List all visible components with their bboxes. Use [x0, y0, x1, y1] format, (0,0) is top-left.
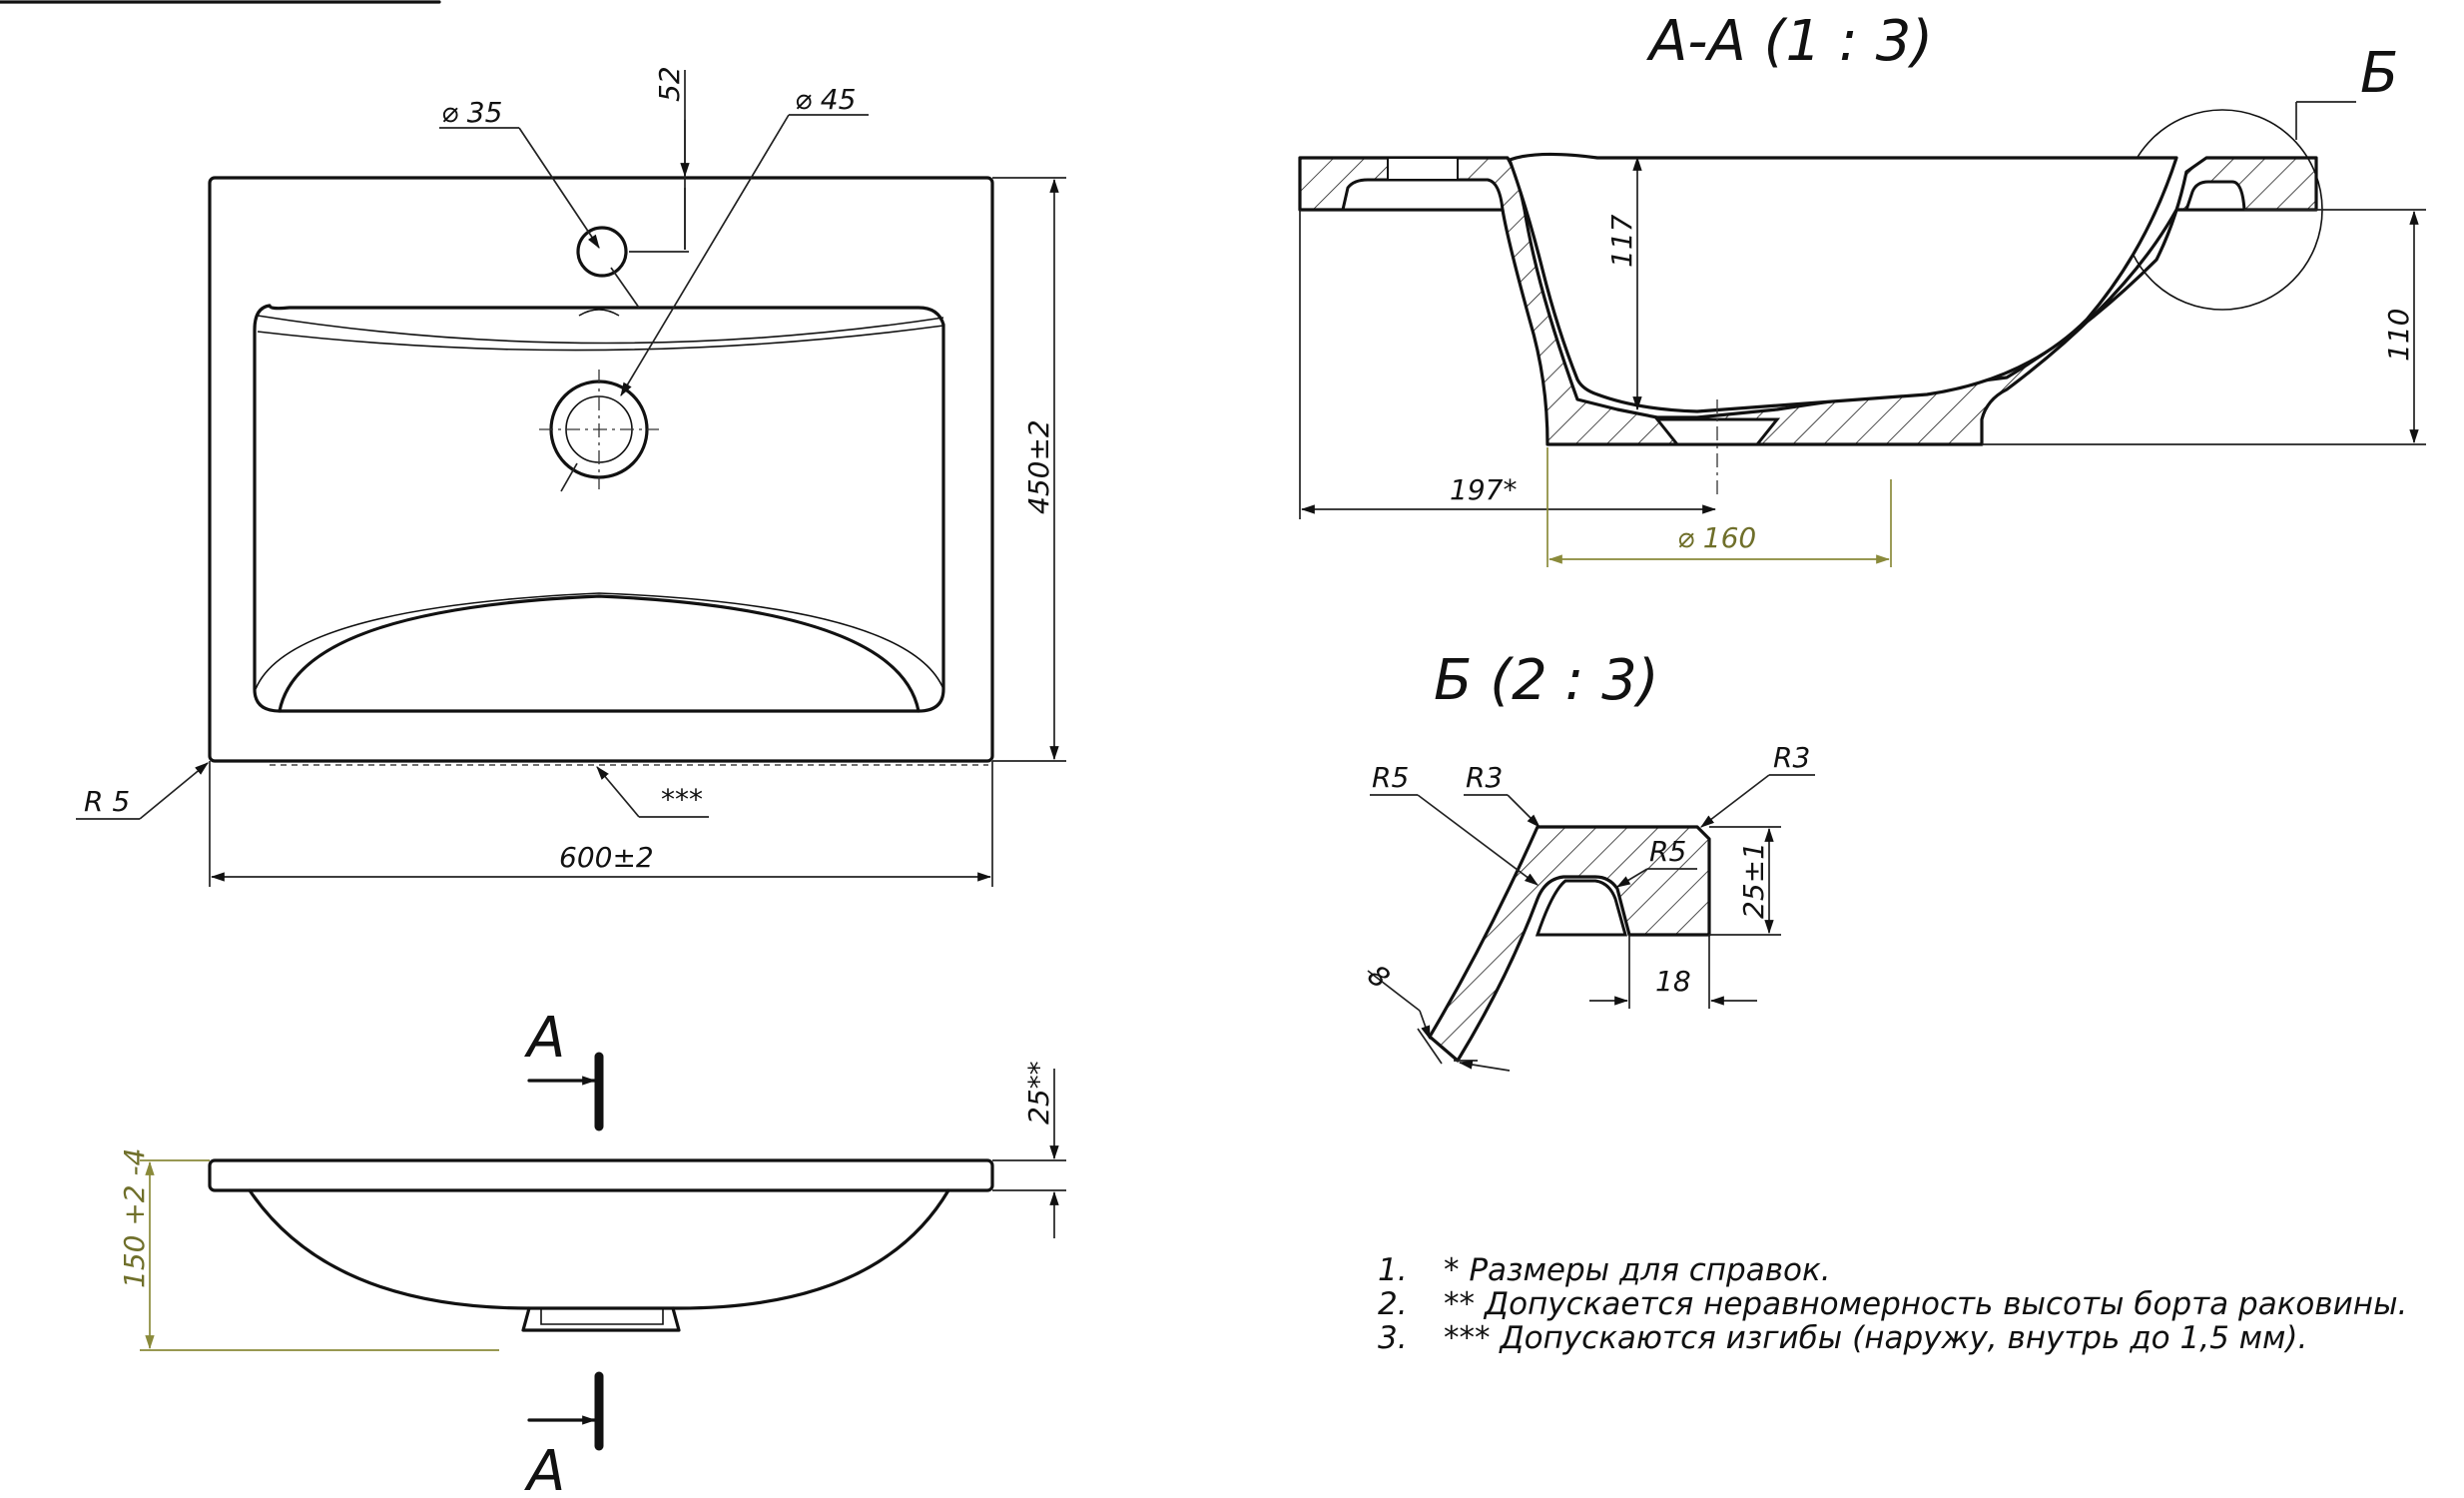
front-bowl	[248, 1188, 950, 1310]
detail-r5-inner: R5	[1649, 835, 1686, 868]
notes: 1. * Размеры для справок. 2. ** Допускае…	[1378, 1252, 2407, 1356]
detail-dim-wall: 8	[1362, 959, 1396, 996]
dim-height-aa: 110	[2382, 309, 2415, 362]
detail-r3-right: R3	[1773, 741, 1810, 774]
dim-faucet-offset: 52	[653, 66, 686, 102]
dim-drain-hole: ⌀ 45	[795, 83, 856, 116]
section-aa-title: А-А (1 : 3)	[1646, 9, 1933, 74]
detail-dim-rim: 25±1	[1737, 842, 1770, 919]
note-1-text: * Размеры для справок.	[1444, 1252, 1831, 1288]
plan-back-lip	[257, 315, 944, 345]
front-view: А А 25** 150 +2 -4	[118, 1006, 1066, 1498]
plan-basin-contour	[253, 304, 945, 713]
dim-height-front: 150 +2 -4	[118, 1148, 151, 1288]
note-3-text: *** Допускаются изгибы (наружу, внутрь д…	[1444, 1320, 2307, 1356]
dim-drain-diameter: ⌀ 160	[1677, 521, 1756, 554]
section-aa: А-А (1 : 3) Б 117 110 197* ⌀ 160	[1298, 9, 2426, 567]
plan-overflow	[578, 309, 620, 317]
detail-r5-outer: R5	[1372, 761, 1409, 794]
detail-r3-left: R3	[1466, 761, 1503, 794]
plan-view: 600±2 450±2 52 ⌀ 35 ⌀ 45 R 5 ***	[76, 66, 1066, 887]
note-3-num: 3.	[1378, 1320, 1408, 1356]
front-rim	[208, 1158, 994, 1192]
dim-offset: 197*	[1450, 473, 1517, 506]
section-letter-bottom: А	[524, 1439, 565, 1498]
note-marker: ***	[661, 783, 703, 816]
plan-back-lip-2	[257, 325, 944, 352]
dim-faucet-hole: ⌀ 35	[441, 96, 502, 129]
note-2-text: ** Допускается неравномерность высоты бо…	[1444, 1286, 2407, 1322]
plan-front-slope-2	[255, 592, 944, 690]
faucet-hole	[576, 226, 628, 278]
note-2-num: 2.	[1378, 1286, 1408, 1322]
detail-callout: Б	[2360, 41, 2398, 106]
front-drain	[521, 1306, 681, 1332]
detail-b-title: Б (2 : 3)	[1434, 648, 1659, 713]
section-wall	[1298, 156, 2318, 446]
plan-outline	[208, 176, 994, 763]
detail-dim-width: 18	[1655, 965, 1691, 998]
dim-bowl-depth: 117	[1605, 214, 1638, 268]
dim-depth: 450±2	[1022, 419, 1055, 514]
dim-rim-front: 25**	[1022, 1061, 1055, 1124]
detail-b: Б (2 : 3) R5 R3 R3 R5 25±1 18	[1362, 648, 1815, 1072]
dim-corner-radius: R 5	[84, 785, 130, 818]
detail-b-wall	[1428, 825, 1711, 1063]
dim-width: 600±2	[559, 841, 654, 874]
note-1-num: 1.	[1378, 1252, 1408, 1288]
section-letter-top: А	[524, 1006, 565, 1071]
plan-front-slope	[278, 594, 921, 713]
